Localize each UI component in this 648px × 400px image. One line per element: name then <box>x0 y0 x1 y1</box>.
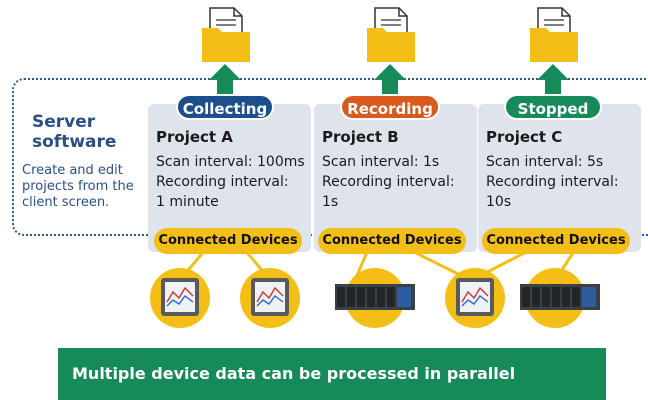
project-card-b: Project B Scan interval: 1s Recording in… <box>314 104 477 252</box>
recorder-icon-1 <box>161 278 199 316</box>
project-card-a: Project A Scan interval: 100ms Recording… <box>148 104 311 252</box>
arrow-up-icon-c <box>537 64 569 96</box>
data-logger-icon-2 <box>520 284 600 310</box>
status-badge-collecting: Collecting <box>176 94 274 120</box>
recording-interval-value: 1 minute <box>156 194 219 210</box>
connected-devices-pill-a: Connected Devices <box>154 228 302 254</box>
arrow-up-icon-a <box>209 64 241 96</box>
recorder-icon-3 <box>456 278 494 316</box>
connected-devices-pill-c: Connected Devices <box>482 228 630 254</box>
data-logger-icon-1 <box>335 284 415 310</box>
project-name: Project A <box>156 128 233 146</box>
scan-interval: Scan interval: 5s <box>486 154 604 170</box>
recording-interval-value: 10s <box>486 194 512 210</box>
status-badge-recording: Recording <box>340 94 440 120</box>
scan-interval: Scan interval: 1s <box>322 154 440 170</box>
folder-icon-b <box>367 7 415 62</box>
parallel-processing-banner: Multiple device data can be processed in… <box>58 348 606 400</box>
project-name: Project B <box>322 128 399 146</box>
server-description: Create and edit projects from the client… <box>22 163 134 210</box>
project-card-c: Project C Scan interval: 5s Recording in… <box>478 104 641 252</box>
arrow-up-icon-b <box>374 64 406 96</box>
scan-interval: Scan interval: 100ms <box>156 154 305 170</box>
recording-interval-label: Recording interval: <box>486 174 619 190</box>
recording-interval-label: Recording interval: <box>156 174 289 190</box>
server-title: Server software <box>32 112 117 152</box>
recording-interval-label: Recording interval: <box>322 174 455 190</box>
folder-icon-a <box>202 7 250 62</box>
status-badge-stopped: Stopped <box>504 94 602 120</box>
recorder-icon-2 <box>251 278 289 316</box>
project-name: Project C <box>486 128 563 146</box>
recording-interval-value: 1s <box>322 194 339 210</box>
connected-devices-pill-b: Connected Devices <box>318 228 466 254</box>
folder-icon-c <box>530 7 578 62</box>
